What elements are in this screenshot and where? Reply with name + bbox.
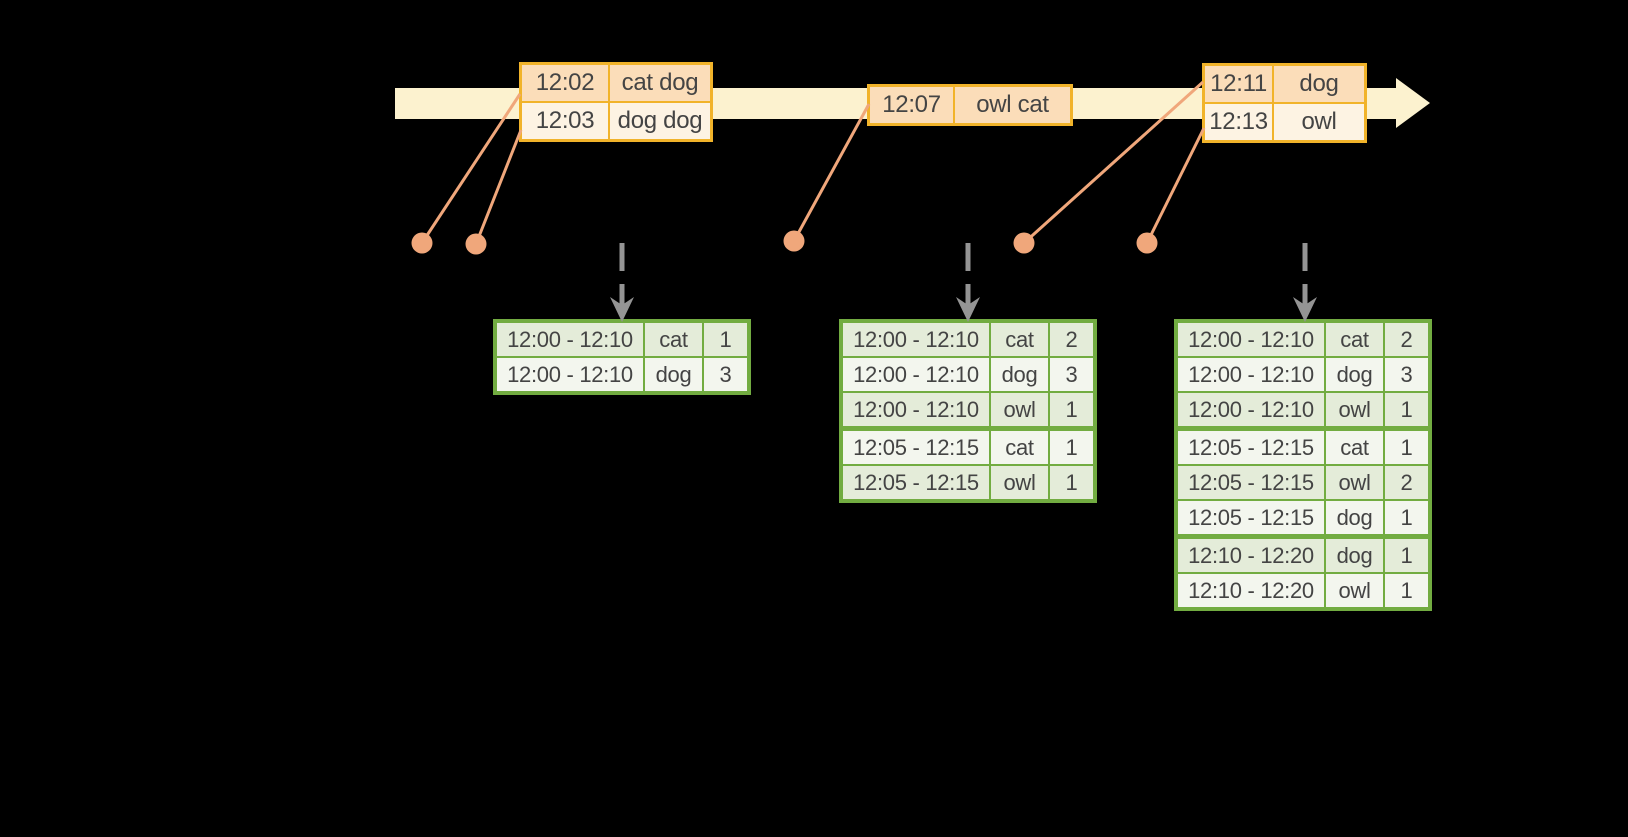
window-cell: 12:05 - 12:15 (1178, 431, 1324, 464)
event-table-3: 12:11 dog 12:13 owl (1202, 63, 1367, 143)
connector-line (1145, 127, 1206, 244)
table-row: 12:05 - 12:15 cat 1 (843, 431, 1093, 464)
window-cell: 12:10 - 12:20 (1178, 539, 1324, 572)
count-cell: 1 (1385, 574, 1428, 607)
event-row: 12:11 dog (1205, 66, 1364, 102)
table-row: 12:00 - 12:10 dog 3 (843, 358, 1093, 391)
word-cell: dog (1326, 539, 1383, 572)
event-row: 12:13 owl (1205, 104, 1364, 140)
window-cell: 12:00 - 12:10 (1178, 393, 1324, 426)
word-cell: dog (645, 358, 702, 391)
word-cell: cat (1326, 431, 1383, 464)
word-cell: cat (1326, 323, 1383, 356)
window-cell: 12:00 - 12:10 (1178, 323, 1324, 356)
table-row: 12:00 - 12:10 cat 2 (843, 323, 1093, 356)
count-cell: 2 (1385, 466, 1428, 499)
table-row: 12:00 - 12:10 dog 3 (497, 358, 747, 391)
connector-line (420, 93, 522, 244)
window-cell: 12:05 - 12:15 (1178, 466, 1324, 499)
event-dot (783, 230, 805, 252)
trigger-arrow-head-icon (956, 297, 980, 322)
event-time-cell: 12:11 (1205, 66, 1272, 102)
count-cell: 3 (704, 358, 747, 391)
event-words-cell: owl (1274, 104, 1364, 140)
connector-line (1022, 80, 1205, 245)
count-cell: 1 (1050, 466, 1093, 499)
table-row: 12:00 - 12:10 cat 1 (497, 323, 747, 356)
event-time-cell: 12:13 (1205, 104, 1272, 140)
word-cell: owl (1326, 574, 1383, 607)
word-cell: cat (991, 323, 1048, 356)
table-row: 12:05 - 12:15 owl 2 (1178, 466, 1428, 499)
window-cell: 12:00 - 12:10 (843, 358, 989, 391)
window-cell: 12:00 - 12:10 (843, 393, 989, 426)
connector-line (792, 103, 871, 242)
event-time-cell: 12:03 (522, 103, 608, 139)
table-row: 12:05 - 12:15 owl 1 (843, 466, 1093, 499)
event-words-cell: cat dog (610, 65, 710, 101)
table-row: 12:00 - 12:10 cat 2 (1178, 323, 1428, 356)
count-cell: 2 (1385, 323, 1428, 356)
event-dot (1013, 232, 1035, 254)
result-table-2: 12:00 - 12:10 cat 2 12:00 - 12:10 dog 3 … (839, 319, 1097, 503)
event-time-cell: 12:07 (870, 87, 953, 123)
window-cell: 12:10 - 12:20 (1178, 574, 1324, 607)
count-cell: 1 (1385, 501, 1428, 534)
table-row: 12:10 - 12:20 owl 1 (1178, 574, 1428, 607)
window-cell: 12:00 - 12:10 (497, 323, 643, 356)
word-cell: owl (1326, 393, 1383, 426)
window-cell: 12:00 - 12:10 (1178, 358, 1324, 391)
event-row: 12:02 cat dog (522, 65, 710, 101)
window-cell: 12:05 - 12:15 (843, 431, 989, 464)
word-cell: owl (991, 466, 1048, 499)
word-cell: cat (991, 431, 1048, 464)
word-cell: owl (991, 393, 1048, 426)
window-cell: 12:00 - 12:10 (843, 323, 989, 356)
trigger-arrow-head-icon (610, 297, 634, 322)
event-table-1: 12:02 cat dog 12:03 dog dog (519, 62, 713, 142)
count-cell: 1 (1385, 539, 1428, 572)
count-cell: 3 (1050, 358, 1093, 391)
event-row: 12:03 dog dog (522, 103, 710, 139)
table-row: 12:00 - 12:10 owl 1 (843, 393, 1093, 426)
result-table-3: 12:00 - 12:10 cat 2 12:00 - 12:10 dog 3 … (1174, 319, 1432, 611)
count-cell: 3 (1385, 358, 1428, 391)
count-cell: 1 (1050, 393, 1093, 426)
word-cell: dog (1326, 358, 1383, 391)
table-row: 12:00 - 12:10 owl 1 (1178, 393, 1428, 426)
window-cell: 12:00 - 12:10 (497, 358, 643, 391)
event-words-cell: dog (1274, 66, 1364, 102)
event-dot (465, 233, 487, 255)
word-cell: dog (991, 358, 1048, 391)
event-dot (1136, 232, 1158, 254)
trigger-arrow-head-icon (1293, 297, 1317, 322)
event-row: 12:07 owl cat (870, 87, 1070, 123)
count-cell: 1 (1385, 431, 1428, 464)
window-cell: 12:05 - 12:15 (843, 466, 989, 499)
table-row: 12:10 - 12:20 dog 1 (1178, 539, 1428, 572)
event-words-cell: owl cat (955, 87, 1070, 123)
table-row: 12:00 - 12:10 dog 3 (1178, 358, 1428, 391)
event-dot (411, 232, 433, 254)
timeline-right-arrow-icon (1396, 78, 1430, 128)
event-words-cell: dog dog (610, 103, 710, 139)
word-cell: dog (1326, 501, 1383, 534)
word-cell: owl (1326, 466, 1383, 499)
word-cell: cat (645, 323, 702, 356)
event-time-cell: 12:02 (522, 65, 608, 101)
table-row: 12:05 - 12:15 dog 1 (1178, 501, 1428, 534)
event-table-2: 12:07 owl cat (867, 84, 1073, 126)
connector-line (474, 129, 523, 245)
count-cell: 1 (1385, 393, 1428, 426)
window-cell: 12:05 - 12:15 (1178, 501, 1324, 534)
table-row: 12:05 - 12:15 cat 1 (1178, 431, 1428, 464)
count-cell: 1 (704, 323, 747, 356)
count-cell: 1 (1050, 431, 1093, 464)
result-table-1: 12:00 - 12:10 cat 1 12:00 - 12:10 dog 3 (493, 319, 751, 395)
count-cell: 2 (1050, 323, 1093, 356)
